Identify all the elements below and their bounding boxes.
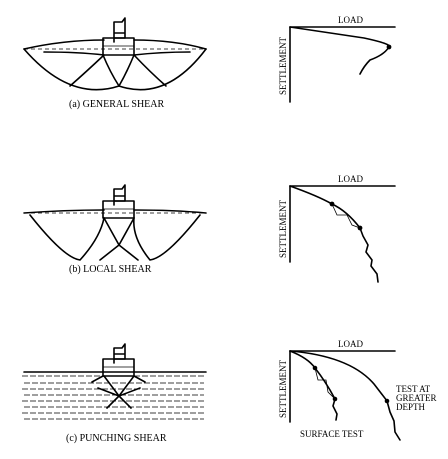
deep-test-label-line-1: TEST AT [396, 384, 431, 394]
inner-wedge [103, 217, 135, 246]
settlement-axis-label: SETTLEMENT [278, 37, 288, 95]
footing [102, 343, 135, 377]
deep-test-curve [289, 350, 401, 441]
punching-shear-caption: (c) PUNCHING SHEAR [66, 433, 167, 444]
footing [102, 17, 135, 56]
surface-test-curve [289, 350, 338, 421]
settlement-axis-label: SETTLEMENT [278, 360, 288, 418]
second-failure-point [357, 225, 363, 231]
general-shear-soil-diagram: (a) GENERAL SHEAR [23, 17, 207, 110]
radial-shear-right [133, 51, 191, 87]
surface-test-point-1 [312, 365, 318, 371]
punch-edges [91, 375, 146, 383]
local-shear-caption: (b) LOCAL SHEAR [69, 264, 152, 275]
deep-test-label-line-2: GREATER [396, 393, 437, 403]
heave-right [133, 209, 207, 214]
punching-shear-soil-diagram: (c) PUNCHING SHEAR [22, 343, 207, 444]
local-shear-load-settlement-plot: LOAD SETTLEMENT [278, 174, 396, 283]
general-shear-caption: (a) GENERAL SHEAR [69, 99, 165, 110]
local-shear-soil-diagram: (b) LOCAL SHEAR [23, 184, 207, 275]
surface-test-point-2 [332, 396, 338, 402]
general-shear-load-settlement-plot: LOAD SETTLEMENT [278, 15, 396, 103]
load-axis-label: LOAD [338, 339, 363, 349]
load-axis-label: LOAD [338, 15, 363, 25]
deep-test-label-line-3: DEPTH [396, 402, 426, 412]
heave-left [23, 39, 105, 50]
punching-shear-load-settlement-plot: LOAD SETTLEMENT SURFACE TEST TEST AT GRE… [278, 339, 437, 441]
tangent-step-2 [346, 214, 361, 229]
load-axis-label: LOAD [338, 174, 363, 184]
punching-wedge [103, 375, 135, 397]
footing [102, 184, 135, 219]
surface-test-tangent [314, 367, 336, 400]
slip-surface-left [29, 214, 105, 261]
heave-left [23, 209, 105, 214]
radial-shear [99, 244, 139, 261]
slip-surface-right [133, 214, 201, 261]
settlement-axis-label: SETTLEMENT [278, 200, 288, 258]
soil-layers [22, 375, 206, 420]
heave-right [133, 39, 207, 50]
load-settlement-curve [289, 185, 379, 283]
surface-test-label: SURFACE TEST [300, 429, 364, 439]
tangent-step-1 [331, 203, 347, 216]
punching-shear-lines [97, 387, 141, 409]
deep-test-point [384, 398, 390, 404]
failure-point [386, 44, 392, 50]
radial-shear-left [43, 51, 105, 87]
slip-surface-right [118, 48, 207, 91]
load-settlement-curve [289, 26, 391, 75]
first-failure-point [329, 201, 335, 207]
slip-surface-left [23, 48, 120, 91]
